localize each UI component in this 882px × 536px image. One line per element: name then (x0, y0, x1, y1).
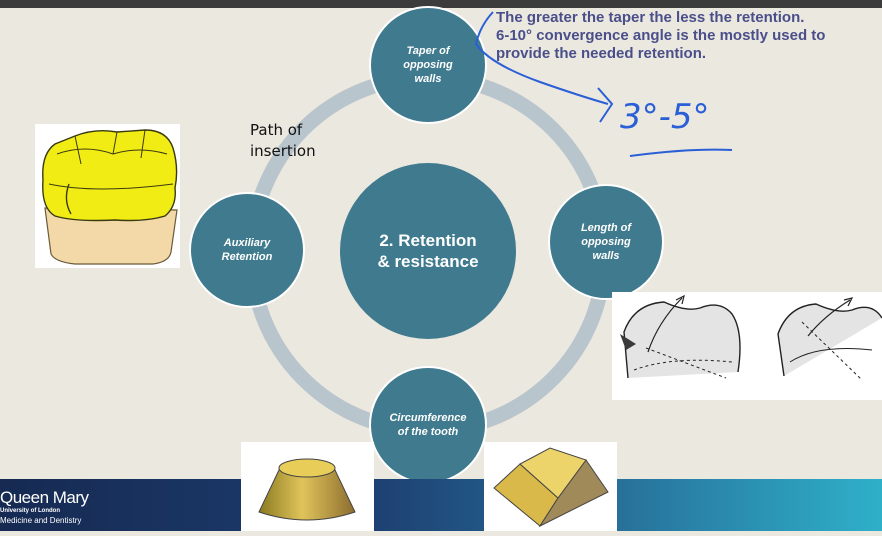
logo-university: University of London (0, 508, 60, 514)
university-logo: Queen Mary University of London Medicine… (0, 489, 89, 526)
path-of-insertion-label: Path of insertion (250, 121, 316, 160)
logo-faculty: Medicine and Dentistry (0, 516, 82, 525)
node-auxiliary: Auxiliary Retention (189, 192, 305, 308)
node-length: Length of opposing walls (548, 184, 664, 300)
ink-arrow-head (597, 87, 614, 123)
handwritten-degree-text: 3°-5° (620, 97, 710, 137)
note-line-1: The greater the taper the less the reten… (496, 9, 805, 26)
logo-name: Queen Mary (0, 488, 89, 507)
ink-underline (629, 148, 733, 157)
node-taper: Taper of opposing walls (369, 6, 487, 124)
crown-illustration (35, 124, 180, 268)
cone-preparation-illustration (241, 442, 374, 531)
top-bar (0, 0, 882, 8)
footer-banner (0, 479, 882, 531)
center-node: 2. Retention & resistance (340, 163, 516, 339)
pyramid-preparation-illustration (484, 442, 617, 531)
node-circumference: Circumference of the tooth (369, 366, 487, 484)
cross-section-illustration (612, 292, 882, 400)
retention-note: The greater the taper the less the reten… (496, 9, 876, 63)
note-line-2: 6-10° convergence angle is the mostly us… (496, 27, 826, 62)
